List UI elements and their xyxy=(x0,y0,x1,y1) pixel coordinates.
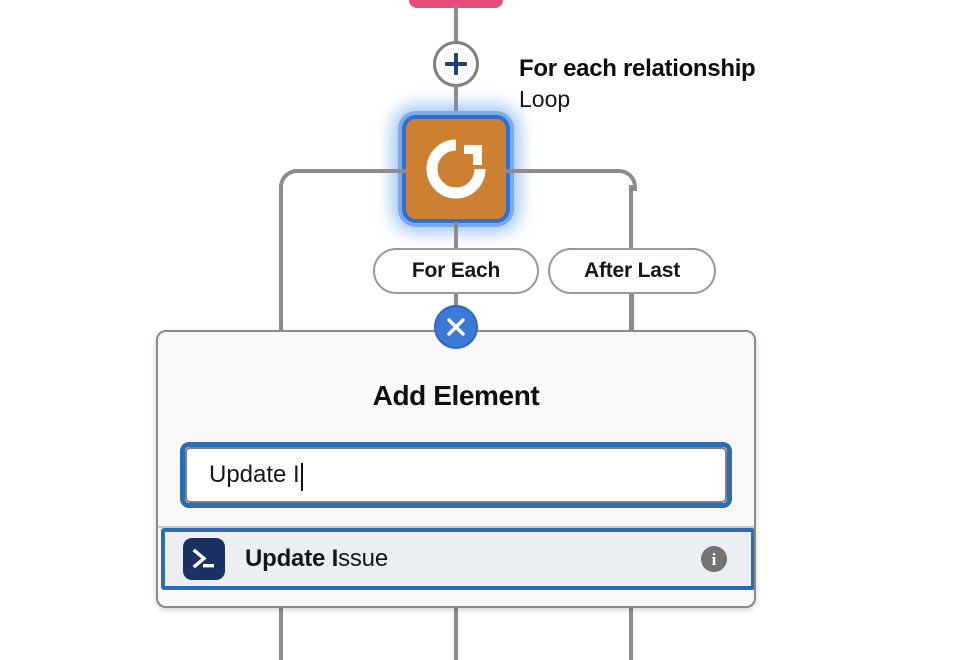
result-item-match: Update I xyxy=(245,545,339,572)
connector-line xyxy=(454,606,458,660)
loop-node-title: For each relationship xyxy=(519,55,756,82)
dialog-title: Add Element xyxy=(372,380,540,411)
branch-pill-after-last[interactable]: After Last xyxy=(548,248,716,294)
loop-refresh-icon xyxy=(420,133,492,205)
text-caret xyxy=(300,463,303,491)
branch-pill-for-each[interactable]: For Each xyxy=(373,248,539,294)
loop-node-subtitle: Loop xyxy=(519,86,571,113)
branch-pill-label: After Last xyxy=(583,259,681,282)
close-x-icon xyxy=(445,316,467,338)
connector-line xyxy=(454,85,458,117)
connector-line xyxy=(454,222,458,250)
add-step-button[interactable] xyxy=(433,41,479,87)
result-item-rest: ssue xyxy=(338,545,388,572)
results-divider xyxy=(158,526,754,528)
connector-line xyxy=(293,169,406,173)
pink-flow-node[interactable] xyxy=(409,0,503,8)
loop-node-label: For each relationship Loop xyxy=(519,55,756,113)
search-input-value: Update I xyxy=(209,461,300,488)
connector-corner xyxy=(615,169,637,191)
terminal-icon xyxy=(183,538,225,580)
connector-line xyxy=(630,294,634,334)
loop-node[interactable] xyxy=(402,115,510,223)
info-icon[interactable]: i xyxy=(701,546,727,572)
add-element-search-field[interactable]: Update I xyxy=(180,442,732,508)
result-item-label: Update Issue xyxy=(245,545,388,573)
connector-line xyxy=(454,6,458,44)
search-field-inner: Update I xyxy=(185,447,727,503)
connector-line xyxy=(506,169,619,173)
close-dialog-button[interactable] xyxy=(434,305,478,349)
connector-corner xyxy=(279,169,301,191)
branch-pill-label: For Each xyxy=(411,259,501,282)
result-item-update-issue[interactable]: Update Issue i xyxy=(161,528,754,590)
add-element-dialog: Add Element Update I Update Issue i xyxy=(156,330,756,608)
